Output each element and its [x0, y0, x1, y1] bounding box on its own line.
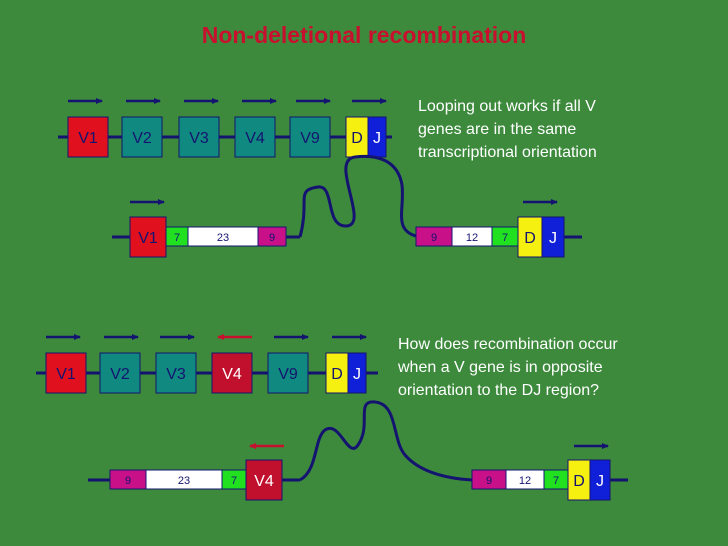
rss-heptamer-v4: 7 — [221, 469, 247, 490]
note-looping-line-3: transcriptional orientation — [418, 144, 597, 161]
note-looping-line-1: Looping out works if all V — [418, 98, 596, 115]
gene-v1-row3: V1 — [45, 352, 87, 394]
gene-v4: V4 — [234, 116, 276, 158]
note-question-line-1: How does recombination occur — [398, 336, 618, 353]
segment-d-row4: D — [567, 459, 591, 501]
rss-nonamer-v4-label: 9 — [125, 475, 131, 487]
rss-heptamer-dj: 7 — [491, 226, 519, 247]
rss-spacer23-v4-label: 23 — [178, 475, 190, 487]
gene-v4-inverted-row4: V4 — [245, 459, 283, 501]
segment-d-row4-label: D — [573, 473, 585, 490]
slide-title: Non-deletional recombination — [201, 22, 527, 48]
gene-v4-inverted-row3-label: V4 — [222, 366, 242, 383]
rss-spacer12-dj-row4-label: 12 — [519, 475, 531, 487]
rss-heptamer-dj-label: 7 — [502, 232, 508, 244]
gene-v1-row2: V1 — [129, 216, 167, 258]
rss-nonamer-dj: 9 — [415, 226, 453, 247]
segment-j-row2-label: J — [549, 230, 557, 247]
rss-nonamer-v1: 9 — [257, 226, 287, 247]
rss-heptamer-v1: 7 — [165, 226, 189, 247]
rss-spacer12-dj: 12 — [451, 226, 493, 247]
gene-v3-row3-label: V3 — [166, 366, 186, 383]
rss-spacer12-dj-label: 12 — [466, 232, 478, 244]
gene-v9-label: V9 — [300, 130, 320, 147]
gene-v9: V9 — [289, 116, 331, 158]
rss-spacer12-dj-row4: 12 — [505, 469, 545, 490]
segment-j-row3: J — [347, 352, 367, 394]
gene-v3-row3: V3 — [155, 352, 197, 394]
note-question-line-2: when a V gene is in opposite — [398, 359, 603, 376]
gene-v1-row3-label: V1 — [56, 366, 76, 383]
rss-spacer23-v1-label: 23 — [217, 232, 229, 244]
segment-j-label: J — [373, 130, 381, 147]
gene-v2-row3-label: V2 — [110, 366, 130, 383]
segment-j: J — [367, 116, 387, 158]
note-looping-line-2: genes are in the same — [418, 121, 577, 138]
gene-v4-label: V4 — [245, 130, 265, 147]
gene-v1-row2-label: V1 — [138, 230, 158, 247]
segment-d-label: D — [351, 130, 363, 147]
gene-v1-label: V1 — [78, 130, 98, 147]
gene-v1: V1 — [67, 116, 109, 158]
gene-v3-label: V3 — [189, 130, 209, 147]
rss-nonamer-v4: 9 — [109, 469, 147, 490]
rss-nonamer-dj-row4-label: 9 — [486, 475, 492, 487]
rss-spacer23-v1: 23 — [187, 226, 259, 247]
rss-nonamer-dj-row4: 9 — [471, 469, 507, 490]
segment-j-row2: J — [541, 216, 565, 258]
rss-heptamer-dj-row4: 7 — [543, 469, 569, 490]
segment-d-row3-label: D — [331, 366, 343, 383]
gene-v3: V3 — [178, 116, 220, 158]
rss-nonamer-dj-label: 9 — [431, 232, 437, 244]
gene-v2: V2 — [121, 116, 163, 158]
note-looping: Looping out works if all V genes are in … — [418, 95, 597, 164]
rss-heptamer-dj-row4-label: 7 — [553, 475, 559, 487]
gene-v2-row3: V2 — [99, 352, 141, 394]
segment-d-row2-label: D — [524, 230, 536, 247]
dna-loop-row2 — [298, 154, 421, 239]
gene-v9-row3: V9 — [267, 352, 309, 394]
segment-d: D — [345, 116, 369, 158]
segment-d-row3: D — [325, 352, 349, 394]
note-question-line-3: orientation to the DJ region? — [398, 382, 600, 399]
rss-nonamer-v1-label: 9 — [269, 232, 275, 244]
gene-v4-inverted-row4-label: V4 — [254, 473, 274, 490]
note-question: How does recombination occur when a V ge… — [398, 333, 618, 402]
rss-heptamer-v1-label: 7 — [174, 232, 180, 244]
segment-d-row2: D — [517, 216, 543, 258]
segment-j-row4-label: J — [596, 473, 604, 490]
segment-j-row3-label: J — [353, 366, 361, 383]
dna-loop-row4 — [299, 400, 473, 482]
gene-v4-inverted-row3: V4 — [211, 352, 253, 394]
rss-heptamer-v4-label: 7 — [231, 475, 237, 487]
segment-j-row4: J — [589, 459, 611, 501]
gene-v2-label: V2 — [132, 130, 152, 147]
gene-v9-row3-label: V9 — [278, 366, 298, 383]
rss-spacer23-v4: 23 — [145, 469, 223, 490]
